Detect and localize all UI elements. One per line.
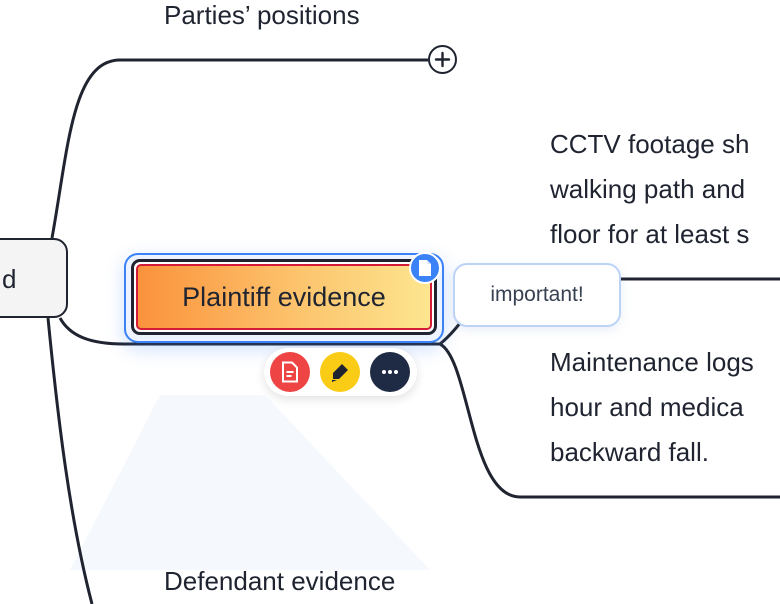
highlighter-icon xyxy=(332,364,348,382)
node-plaintiff-evidence[interactable]: Plaintiff evidence xyxy=(131,259,437,335)
connector-root-plaintiff xyxy=(58,317,125,346)
note-icon xyxy=(282,361,298,383)
document-icon xyxy=(419,260,431,276)
node-floating-toolbar xyxy=(264,348,417,396)
node-plaintiff-evidence-fill: Plaintiff evidence xyxy=(136,264,432,330)
more-options-button[interactable] xyxy=(370,352,410,392)
leaf-cctv-line: walking path and xyxy=(550,174,746,204)
root-node[interactable]: d xyxy=(0,238,68,318)
more-icon xyxy=(382,370,398,374)
branch-defendant-evidence[interactable]: Defendant evidence xyxy=(164,566,396,596)
add-note-button[interactable] xyxy=(270,352,310,392)
leaf-cctv-line: CCTV footage sh xyxy=(550,129,750,159)
highlight-button[interactable] xyxy=(320,352,360,392)
branch-parties-positions[interactable]: Parties’ positions xyxy=(164,0,360,30)
selection-shadow-trail xyxy=(70,395,430,570)
leaf-maintenance-line: backward fall. xyxy=(550,437,709,467)
note-badge[interactable] xyxy=(409,252,441,284)
leaf-maintenance[interactable]: Maintenance logs hour and medica backwar… xyxy=(550,340,780,475)
leaf-cctv-line: floor for at least s xyxy=(550,219,750,249)
leaf-cctv[interactable]: CCTV footage sh walking path and floor f… xyxy=(550,122,780,257)
plus-icon xyxy=(434,51,451,68)
leaf-maintenance-line: Maintenance logs xyxy=(550,347,754,377)
root-node-label: d xyxy=(2,264,17,294)
callout-bubble[interactable]: important! xyxy=(453,263,621,327)
expand-branch-button[interactable] xyxy=(428,45,457,74)
connector-root-parties xyxy=(50,58,428,239)
connector-root-defendant xyxy=(46,317,94,604)
node-plaintiff-evidence-label: Plaintiff evidence xyxy=(182,281,386,312)
callout-label: important! xyxy=(490,283,584,306)
connector-plaintiff-maintenance xyxy=(439,342,780,499)
leaf-maintenance-line: hour and medica xyxy=(550,392,744,422)
